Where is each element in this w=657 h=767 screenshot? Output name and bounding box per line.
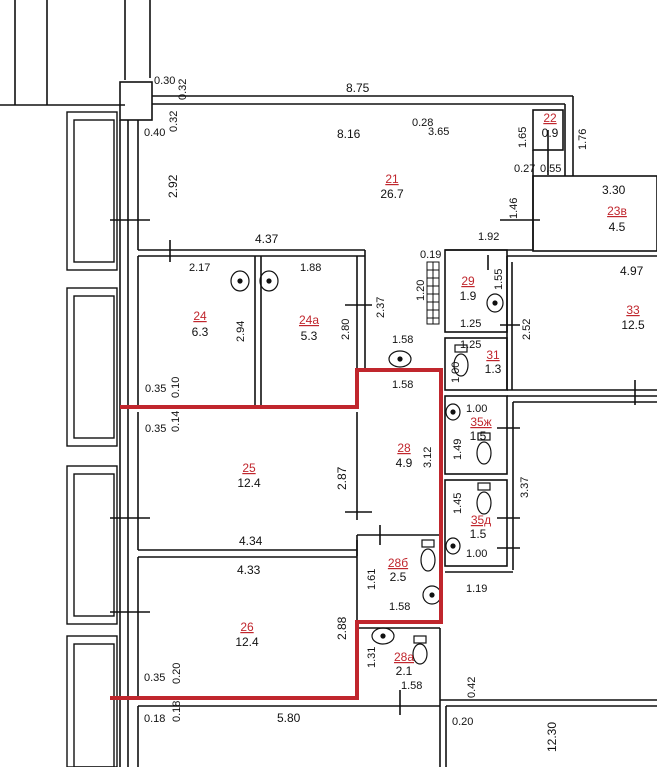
room-25-area: 12.4 [237,476,261,490]
room-28b-area: 2.5 [390,570,407,584]
balconies [66,111,118,767]
dim-label: 2.80 [340,319,352,340]
dim-label: 1.49 [452,439,464,460]
room-24a-number: 24а [299,313,319,327]
dim-label: 0.18 [144,713,165,725]
room-23v-number: 23в [607,204,627,218]
room-29-area: 1.9 [460,289,477,303]
room-26-number: 26 [240,620,254,634]
dim-label: 1.00 [466,403,487,415]
dim-label: 1.46 [508,198,520,219]
room-25-number: 25 [242,461,256,475]
room-29-number: 29 [461,274,475,288]
dim-label: 1.00 [466,548,487,560]
room-24-area: 6.3 [192,325,209,339]
dim-label: 0.55 [540,163,561,175]
room-labels: 21 26.7 22 0.9 23в 4.5 24 6.3 24а 5.3 25… [192,111,645,678]
room-28b-number: 28б [388,556,408,570]
dim-label: 4.34 [239,534,263,548]
dim-label: 0.14 [170,411,182,432]
dim-label: 0.32 [168,111,180,132]
room-35zh-area: 1.5 [470,429,487,443]
dim-label: 1.20 [415,280,427,301]
dim-label: 1.76 [577,129,589,150]
dim-label: 1.61 [366,569,378,590]
dim-label: 0.42 [466,677,478,698]
dim-label: 4.37 [255,232,279,246]
dim-label: 3.12 [422,447,434,468]
dim-label: 2.52 [521,319,533,340]
dim-label: 1.58 [392,334,413,346]
dim-label: 1.19 [466,583,487,595]
dim-label: 1.58 [389,601,410,613]
dim-label: 0.32 [177,79,189,100]
dim-label: 0.20 [171,663,183,684]
dim-label: 12.30 [545,722,559,752]
room-35zh-number: 35ж [470,415,491,429]
room-28-number: 28 [397,441,411,455]
dim-label: 0.19 [420,249,441,261]
dim-label: 0.35 [144,672,165,684]
room-24-number: 24 [193,309,207,323]
dim-label: 2.37 [375,297,387,318]
dim-label: 1.92 [478,231,499,243]
dim-label: 2.88 [335,616,349,640]
dim-label: 2.92 [166,174,180,198]
highlight-boundary [110,368,443,700]
dim-label: 0.27 [514,163,535,175]
dim-label: 1.31 [366,647,378,668]
room-31-number: 31 [486,348,500,362]
room-21-area: 26.7 [380,187,404,201]
room-31-area: 1.3 [485,362,502,376]
dim-label: 3.30 [602,183,626,197]
dim-label: 0.18 [171,701,183,722]
dim-label: 1.25 [460,339,481,351]
dim-label: 0.10 [170,377,182,398]
room-24a-area: 5.3 [301,329,318,343]
dim-label: 8.75 [346,81,370,95]
dimension-labels: 0.30 0.32 8.75 0.40 0.32 8.16 0.28 3.65 … [144,75,644,752]
dim-label: 1.55 [493,269,505,290]
toilet-icon [412,344,492,665]
room-33-number: 33 [626,303,640,317]
dim-label: 0.30 [154,75,175,87]
room-21-number: 21 [385,172,399,186]
dim-label: 1.45 [452,493,464,514]
room-28-area: 4.9 [396,456,413,470]
dim-label: 2.87 [335,466,349,490]
vent-shaft-icon [426,261,440,325]
dim-label: 1.58 [392,379,413,391]
dim-label: 1.00 [450,362,462,383]
room-23v-area: 4.5 [609,220,626,234]
dim-label: 0.28 [412,117,433,129]
dim-label: 2.94 [235,321,247,342]
room-22-number: 22 [543,111,557,125]
room-35d-number: 35д [471,513,491,527]
dim-label: 3.37 [519,477,531,498]
room-26-area: 12.4 [235,635,259,649]
dim-label: 4.97 [620,264,644,278]
room-28a-area: 2.1 [396,664,413,678]
room-22-area: 0.9 [542,126,559,140]
dim-label: 0.35 [145,383,166,395]
dim-label: 5.80 [277,711,301,725]
dim-label: 4.33 [237,563,261,577]
dim-label: 2.17 [189,262,210,274]
dim-label: 1.58 [401,680,422,692]
room-28a-number: 28а [394,650,414,664]
dim-label: 0.35 [145,423,166,435]
dim-label: 1.65 [517,127,529,148]
dim-label: 0.40 [144,127,165,139]
dim-label: 3.65 [428,126,449,138]
dim-label: 0.20 [452,716,473,728]
room-33-area: 12.5 [621,318,645,332]
dim-label: 1.25 [460,318,481,330]
room-35d-area: 1.5 [470,527,487,541]
dim-label: 8.16 [337,127,361,141]
dim-label: 1.88 [300,262,321,274]
